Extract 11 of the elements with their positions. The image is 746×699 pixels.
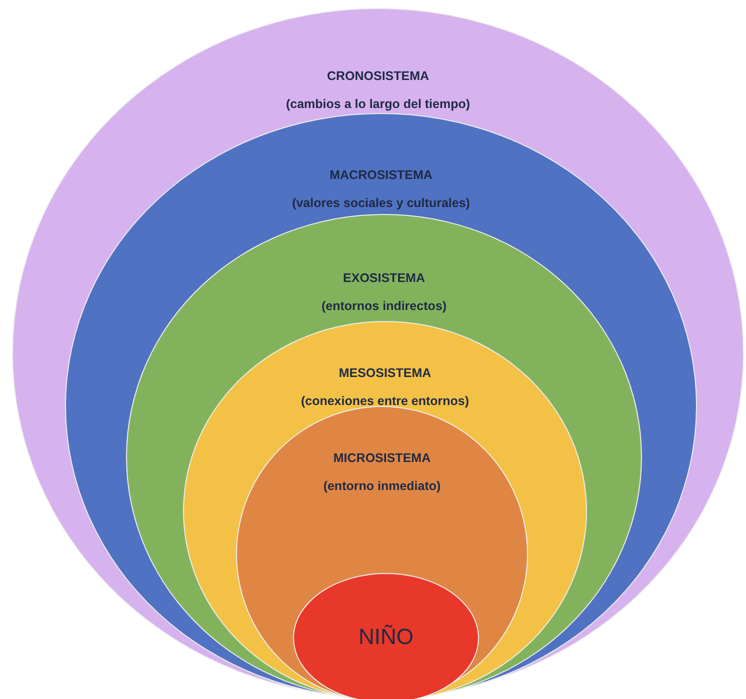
layer-heading: EXOSISTEMA bbox=[343, 270, 425, 287]
layer-description: (conexiones entre entornos) bbox=[300, 393, 470, 410]
layer-description: (entorno inmediato) bbox=[323, 478, 441, 495]
layer-description: (entornos indirectos) bbox=[321, 298, 446, 315]
layer-heading: MICROSISTEMA bbox=[333, 450, 431, 467]
layer-heading: MESOSISTEMA bbox=[338, 365, 432, 382]
layer-heading: MACROSISTEMA bbox=[330, 167, 432, 184]
layer-description: (valores sociales y culturales) bbox=[292, 195, 470, 212]
layer-heading: NIÑO bbox=[358, 624, 414, 650]
layer-heading: CRONOSISTEMA bbox=[326, 68, 430, 85]
layer-description: (cambios a lo largo del tiempo) bbox=[286, 96, 470, 113]
